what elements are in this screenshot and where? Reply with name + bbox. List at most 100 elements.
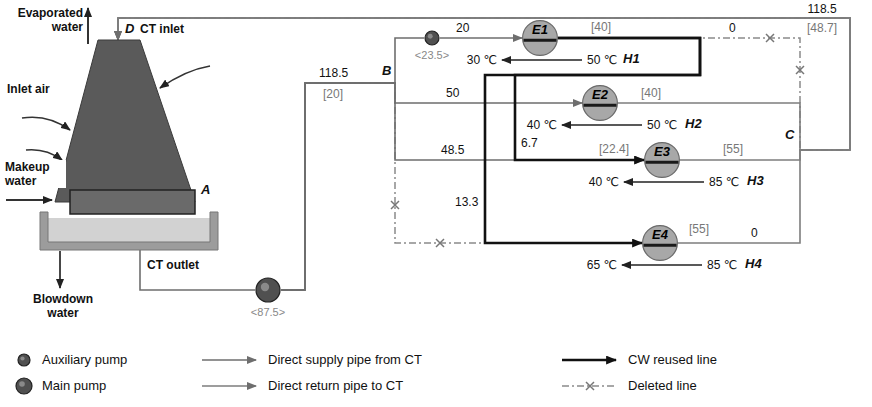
legend-sample bbox=[560, 376, 622, 396]
edge-label: 50 bbox=[445, 86, 460, 100]
supply-pipe bbox=[140, 250, 255, 290]
reused-line bbox=[485, 38, 700, 243]
tower-basin bbox=[40, 212, 218, 250]
deleted-mark bbox=[796, 66, 804, 74]
line-sample bbox=[562, 359, 616, 362]
legend-text: CW reused line bbox=[628, 352, 717, 368]
exchanger-bar bbox=[644, 244, 677, 247]
edge-label: 13.3 bbox=[454, 195, 479, 209]
edge-label: 6.7 bbox=[520, 136, 539, 150]
legend-row: Main pump bbox=[12, 376, 106, 396]
pump-body bbox=[18, 354, 30, 366]
pump-symbol bbox=[16, 378, 32, 394]
temperature-value: [55] bbox=[688, 222, 710, 236]
legend-row: Auxiliary pump bbox=[12, 350, 127, 370]
line-sample bbox=[202, 359, 256, 361]
exchanger-label: E1 bbox=[532, 23, 548, 37]
exchanger-bar bbox=[524, 39, 557, 42]
stream-label: Blowdown water bbox=[22, 292, 104, 320]
edge-label: 0 bbox=[750, 226, 759, 240]
flow-value: 118.5 bbox=[806, 2, 837, 16]
temperature-value: [48.7] bbox=[806, 21, 838, 35]
legend-sample bbox=[200, 350, 262, 370]
supply-pipe bbox=[281, 38, 424, 290]
blowdown-arrow bbox=[59, 251, 61, 288]
deleted-line bbox=[281, 83, 642, 290]
pump-outline bbox=[424, 30, 440, 46]
pump-outline bbox=[255, 277, 281, 303]
temperature-label: 50 ℃ bbox=[646, 118, 678, 132]
heat-exchanger: E4 bbox=[642, 225, 678, 261]
deleted-mark bbox=[436, 239, 444, 247]
temperature-value: [22.4] bbox=[598, 142, 630, 156]
reused-line bbox=[515, 38, 700, 160]
stream-label: Inlet air bbox=[6, 82, 52, 96]
supply-pipe bbox=[440, 37, 522, 39]
tower-shell bbox=[55, 40, 195, 202]
deleted-marks bbox=[391, 34, 804, 247]
legend-sample bbox=[560, 350, 622, 370]
exchanger-label: E3 bbox=[654, 145, 670, 159]
auxiliary-pump: <23.5> bbox=[424, 30, 440, 46]
pump-highlight bbox=[428, 34, 433, 39]
pump-symbol bbox=[18, 354, 30, 366]
stream-label: Makeup water bbox=[4, 160, 66, 188]
legend-row: Deleted line bbox=[560, 376, 697, 396]
pump-highlight bbox=[19, 381, 25, 387]
legend-row: Direct return pipe to CT bbox=[200, 376, 403, 396]
return-pipe bbox=[118, 18, 850, 243]
evaporation-arrow bbox=[87, 8, 89, 44]
stream-label: CT outlet bbox=[146, 258, 200, 272]
connector-group bbox=[118, 18, 850, 290]
pump-highlight bbox=[261, 283, 269, 291]
temperature-label: 30 ℃ bbox=[466, 53, 498, 67]
edge-label: [55] bbox=[722, 142, 744, 156]
temperature-label: 40 ℃ bbox=[526, 118, 558, 132]
stream-name: H2 bbox=[684, 117, 703, 131]
supply-pipe bbox=[281, 83, 582, 290]
stream-name: H4 bbox=[744, 257, 763, 271]
pump-body bbox=[256, 278, 280, 302]
legend-text: Direct supply pipe from CT bbox=[268, 352, 422, 368]
deleted-mark bbox=[391, 201, 399, 209]
air-arrow bbox=[26, 150, 62, 160]
exchanger-body bbox=[583, 86, 618, 121]
legend-sample bbox=[12, 350, 36, 370]
tower-outline bbox=[40, 40, 218, 250]
stream-label: Evaporated water bbox=[8, 6, 84, 34]
stream-name: H3 bbox=[746, 174, 765, 188]
temperature-label: 50 ℃ bbox=[586, 53, 618, 67]
point-label: B bbox=[381, 64, 392, 78]
legend-sample bbox=[12, 376, 36, 396]
point-label: C bbox=[784, 128, 795, 142]
cooling-tower: CT inlet bbox=[40, 40, 218, 250]
deleted-mark bbox=[766, 34, 774, 42]
exchanger-body bbox=[523, 21, 558, 56]
air-arrow bbox=[22, 117, 70, 130]
temperature-label: 40 ℃ bbox=[588, 175, 620, 189]
edge-label: 48.5 bbox=[440, 143, 465, 157]
edge-label: 20 bbox=[455, 21, 470, 35]
exchanger-label: E4 bbox=[652, 228, 668, 242]
exchanger-label: E2 bbox=[592, 88, 608, 102]
exchanger-body bbox=[643, 226, 678, 261]
legend-row: Direct supply pipe from CT bbox=[200, 350, 422, 370]
legend-text: Direct return pipe to CT bbox=[268, 378, 403, 394]
point-label: A bbox=[200, 183, 211, 197]
line-sample bbox=[202, 385, 256, 387]
temperature-value: [20] bbox=[322, 87, 344, 101]
pump-highlight bbox=[20, 356, 24, 360]
edge-label: 0 bbox=[728, 21, 737, 35]
deleted-mark bbox=[586, 382, 594, 390]
legend-sample bbox=[200, 376, 262, 396]
flow-value: 118.5 bbox=[318, 66, 349, 80]
heat-exchanger: E3 bbox=[644, 142, 680, 178]
exchanger-bar bbox=[584, 104, 617, 107]
air-arrow bbox=[160, 66, 210, 88]
legend-text: Main pump bbox=[42, 378, 106, 394]
temperature-label: 85 ℃ bbox=[708, 175, 740, 189]
makeup-arrow bbox=[6, 199, 52, 201]
